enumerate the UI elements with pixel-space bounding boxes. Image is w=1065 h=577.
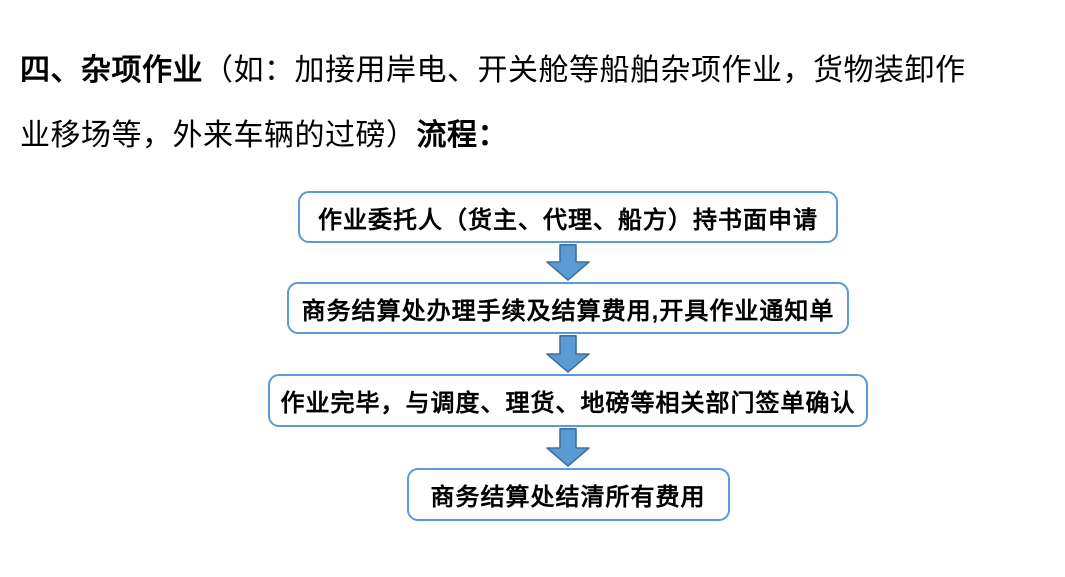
flow-step-application: 作业委托人（货主、代理、船方）持书面申请	[298, 191, 838, 243]
down-arrow-icon	[546, 428, 590, 467]
flow-step-confirmation: 作业完毕，与调度、理货、地磅等相关部门签单确认	[268, 374, 868, 427]
flowchart: 作业委托人（货主、代理、船方）持书面申请 商务结算处办理手续及结算费用,开具作业…	[268, 191, 868, 521]
flow-step-final-settlement: 商务结算处结清所有费用	[406, 468, 730, 521]
flow-step-confirmation-label: 作业完毕，与调度、理货、地磅等相关部门签单确认	[280, 390, 856, 417]
down-arrow-icon	[546, 335, 590, 373]
heading-bold-prefix: 四、杂项作业	[20, 54, 203, 87]
flow-step-settlement-procedures-label: 商务结算处办理手续及结算费用,开具作业通知单	[301, 297, 835, 325]
flow-step-settlement-procedures: 商务结算处办理手续及结算费用,开具作业通知单	[287, 282, 849, 334]
flow-step-final-settlement-label: 商务结算处结清所有费用	[430, 484, 706, 511]
heading-bold-suffix: 流程：	[416, 119, 508, 152]
section-heading: 四、杂项作业（如：加接用岸电、开关舱等船舶杂项作业，货物装卸作业移场等，外来车辆…	[20, 38, 972, 168]
heading-parenthetical: （如：加接用岸电、开关舱等船舶杂项作业，货物装卸作业移场等，外来车辆的过磅）	[20, 54, 966, 152]
down-arrow-icon	[546, 244, 590, 281]
flow-step-application-label: 作业委托人（货主、代理、船方）持书面申请	[318, 206, 818, 234]
